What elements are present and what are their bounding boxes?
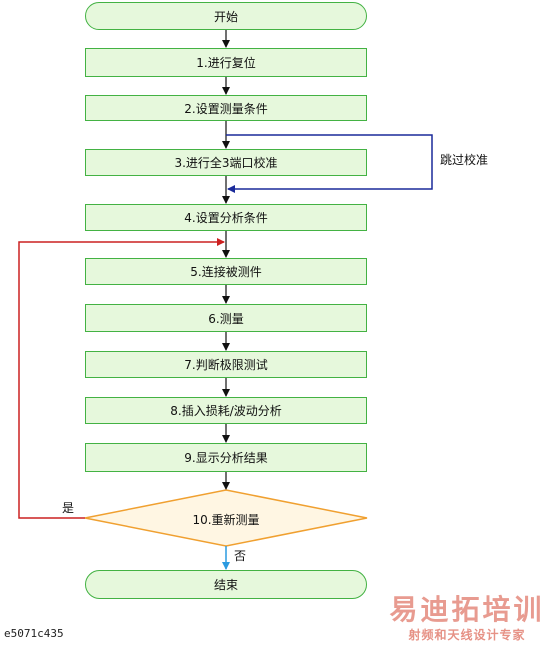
watermark-title: 易迪拓培训 xyxy=(389,593,545,626)
step-set-analysis-conditions: 4.设置分析条件 xyxy=(85,204,367,231)
step-measure: 6.测量 xyxy=(85,304,367,332)
step-reset: 1.进行复位 xyxy=(85,48,367,77)
watermark-subtitle: 射频和天线设计专家 xyxy=(408,628,526,642)
no-label: 否 xyxy=(234,549,247,563)
step-display-analysis-results: 9.显示分析结果 xyxy=(85,443,367,472)
start-node: 开始 xyxy=(85,2,367,30)
step-full-3port-calibration: 3.进行全3端口校准 xyxy=(85,149,367,176)
watermark-logo: 易迪拓培训 射频和天线设计专家 xyxy=(384,588,550,645)
step-connect-dut: 5.连接被测件 xyxy=(85,258,367,285)
edge-repeat-measurement xyxy=(18,238,225,519)
step-limit-test: 7.判断极限测试 xyxy=(85,351,367,378)
yes-label: 是 xyxy=(62,501,75,515)
step-set-measurement-conditions: 2.设置测量条件 xyxy=(85,95,367,121)
figure-id: e5071c435 xyxy=(4,627,64,640)
step-insertion-loss-ripple-analysis: 8.插入损耗/波动分析 xyxy=(85,397,367,424)
end-node: 结束 xyxy=(85,570,367,599)
edge-skip-calibration xyxy=(226,134,433,193)
skip-calibration-label: 跳过校准 xyxy=(440,153,489,167)
decision-label: 10.重新测量 xyxy=(192,512,260,527)
